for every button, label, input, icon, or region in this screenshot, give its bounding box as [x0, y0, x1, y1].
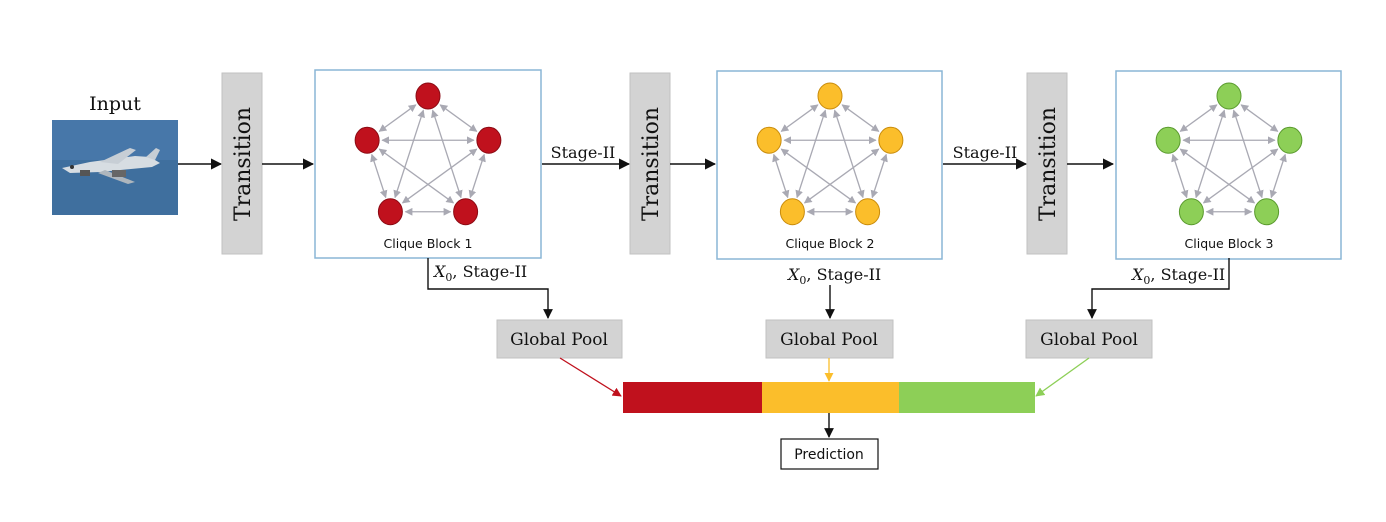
clique-node [453, 198, 479, 226]
prediction-box: Prediction [780, 438, 879, 470]
clique-node [855, 198, 881, 226]
clique-block-1: Clique Block 1 [314, 69, 542, 259]
branch-label-1: X0, Stage-II [432, 262, 527, 284]
clique-node [756, 126, 782, 154]
transition-box-2: Transition [629, 72, 671, 255]
transition-label-2: Transition [639, 107, 664, 221]
clique-node [415, 82, 441, 110]
clique-node [878, 126, 904, 154]
clique-edge [780, 104, 819, 132]
clique-block-2-title: Clique Block 2 [786, 236, 875, 251]
prediction-label: Prediction [794, 447, 864, 463]
branch-connector-3 [1087, 258, 1230, 319]
feature-segment-green [899, 382, 1035, 413]
concatenated-feature-bar [623, 382, 1035, 413]
input-airplane-image [52, 120, 178, 215]
global-pool-label-3: Global Pool [1040, 330, 1138, 350]
clique-block-3-title: Clique Block 3 [1185, 236, 1274, 251]
clique-node [1216, 82, 1242, 110]
transition-label-1: Transition [231, 107, 256, 221]
global-pool-label-2: Global Pool [780, 330, 878, 350]
clique-node [1254, 198, 1280, 226]
clique-node [476, 126, 502, 154]
input-label: Input [89, 93, 141, 115]
pool-1-to-feature-arrow [559, 357, 622, 397]
clique-node [377, 198, 403, 226]
global-pool-box-3: Global Pool [1025, 319, 1153, 359]
clique-block-3: Clique Block 3 [1115, 70, 1342, 260]
clique-block-2: Clique Block 2 [716, 70, 943, 260]
clique-node [354, 126, 380, 154]
transition-box-1: Transition [221, 72, 263, 255]
branch-connector-1 [427, 258, 553, 319]
clique-edge [1171, 153, 1189, 199]
clique-block-1-title: Clique Block 1 [384, 236, 473, 251]
global-pool-box-1: Global Pool [496, 319, 623, 359]
global-pool-label-1: Global Pool [510, 330, 608, 350]
feature-segment-red [623, 382, 762, 413]
clique-edge [1179, 104, 1218, 132]
clique-edge [378, 148, 455, 204]
clique-edge [780, 148, 857, 204]
clique-node [779, 198, 805, 226]
clique-node [1277, 126, 1303, 154]
stage-label-1: Stage-II [551, 143, 616, 162]
transition-label-3: Transition [1036, 107, 1061, 221]
clique-node [817, 82, 843, 110]
clique-edge [370, 153, 388, 199]
clique-edge [378, 104, 417, 132]
branch-label-2: X0, Stage-II [786, 265, 881, 287]
global-pool-box-2: Global Pool [765, 319, 894, 359]
transition-box-3: Transition [1026, 72, 1068, 255]
clique-edge [772, 153, 790, 199]
clique-node [1178, 198, 1204, 226]
branch-label-3: X0, Stage-II [1130, 265, 1225, 287]
clique-edge [1179, 148, 1256, 204]
stage-label-2: Stage-II [953, 143, 1018, 162]
clique-node [1155, 126, 1181, 154]
pool-3-to-feature-arrow [1035, 357, 1090, 397]
feature-segment-yellow [762, 382, 899, 413]
